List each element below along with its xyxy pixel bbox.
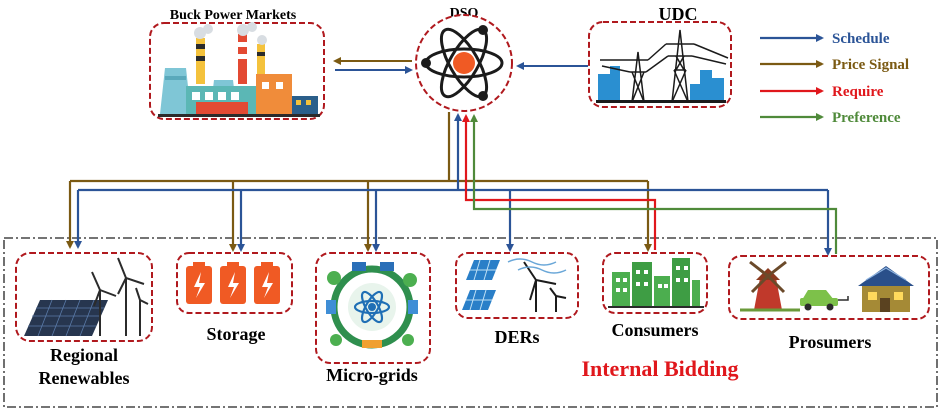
regional-renewables-label-line2: Renewables bbox=[39, 368, 130, 388]
atom-nucleus-icon bbox=[453, 52, 475, 74]
buck-power-markets-node: Buck Power Markets bbox=[149, 8, 325, 120]
transmission-tower-icon bbox=[596, 29, 729, 103]
consumers-node: Consumers bbox=[602, 252, 708, 340]
prosumers-label: Prosumers bbox=[789, 332, 872, 352]
micro-grids-label: Micro-grids bbox=[326, 365, 418, 385]
micro-grid-globe-icon bbox=[326, 262, 418, 349]
udc-node: UDC bbox=[588, 4, 732, 108]
micro-grids-node: Micro-grids bbox=[315, 252, 431, 385]
ders-node: DERs bbox=[455, 252, 579, 347]
buck-power-markets-label: Buck Power Markets bbox=[170, 8, 297, 23]
city-buildings-icon bbox=[608, 258, 704, 308]
dso-node: DSO bbox=[415, 6, 513, 112]
power-plant-icon bbox=[158, 22, 320, 117]
udc-label: UDC bbox=[659, 4, 698, 24]
prosumers-node: Prosumers bbox=[728, 255, 930, 352]
regional-renewables-label-line1: Regional bbox=[50, 345, 118, 365]
legend-preference-label: Preference bbox=[832, 110, 901, 126]
ders-label: DERs bbox=[494, 327, 539, 347]
storage-label: Storage bbox=[207, 324, 266, 344]
internal-bidding-boundary bbox=[3, 237, 938, 408]
internal-bidding-label: Internal Bidding bbox=[581, 356, 738, 381]
regional-renewables-node: Regional Renewables bbox=[15, 252, 153, 388]
wind-solar-farm-icon bbox=[24, 257, 149, 337]
legend-schedule-label: Schedule bbox=[832, 31, 890, 47]
legend-price-signal-label: Price Signal bbox=[832, 57, 909, 73]
battery-icon bbox=[186, 262, 280, 304]
windmill-car-house-icon bbox=[740, 260, 914, 312]
legend: Schedule Price Signal Require Preference bbox=[760, 31, 909, 126]
consumers-label: Consumers bbox=[611, 320, 698, 340]
distribution-network bbox=[66, 112, 838, 256]
legend-require-label: Require bbox=[832, 84, 884, 100]
storage-node: Storage bbox=[176, 252, 293, 344]
solar-wind-icon bbox=[462, 258, 567, 312]
